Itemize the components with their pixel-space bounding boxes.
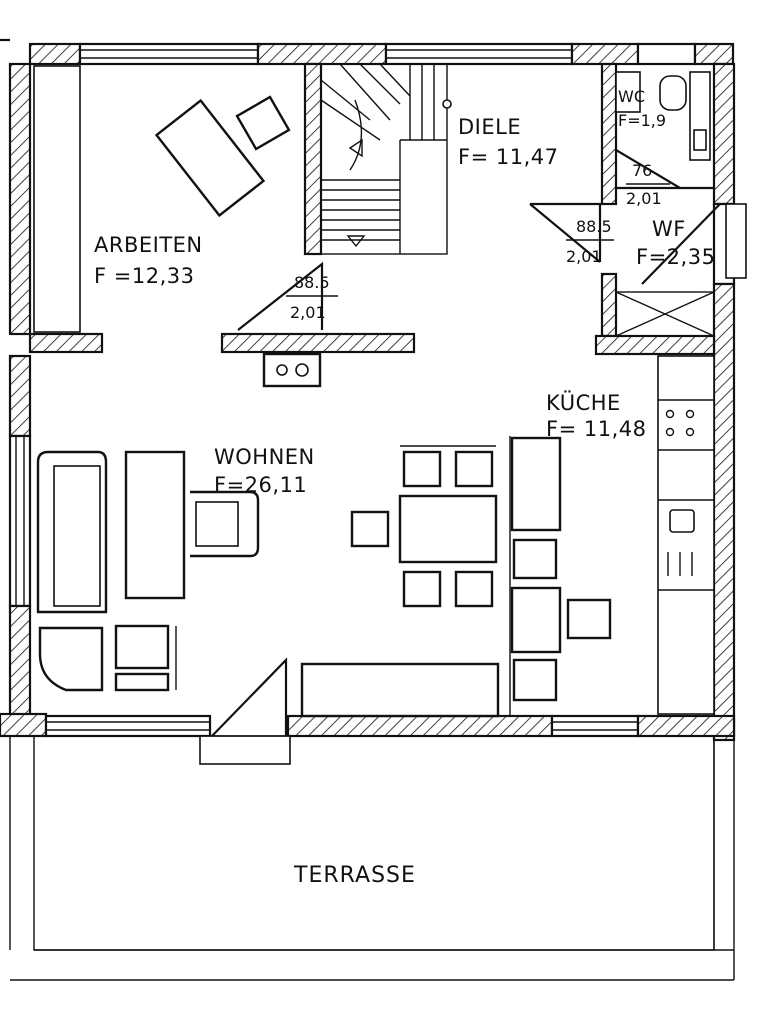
staircase bbox=[320, 63, 452, 255]
room-name-arbeiten: ARBEITEN bbox=[94, 233, 203, 257]
door-width-wc: 76 bbox=[632, 161, 652, 180]
room-area-wf: F=2,35 bbox=[636, 245, 715, 269]
living-furniture bbox=[36, 450, 500, 718]
kitchen-furniture bbox=[509, 355, 715, 716]
arbeiten-furniture bbox=[154, 95, 291, 218]
fireplace bbox=[262, 352, 322, 388]
door-height-wc: 2,01 bbox=[626, 189, 662, 208]
wc-fixtures bbox=[615, 71, 711, 161]
room-name-terrasse: TERRASSE bbox=[293, 863, 416, 888]
room-area-wohnen: F=26,11 bbox=[214, 473, 307, 497]
interior-walls bbox=[0, 38, 716, 356]
door-width-wf: 88.5 bbox=[576, 217, 612, 236]
room-name-wc: WC bbox=[618, 87, 645, 106]
terrace bbox=[9, 735, 735, 981]
room-area-arbeiten: F =12,33 bbox=[94, 264, 194, 288]
outer-walls bbox=[0, 42, 736, 742]
room-name-kueche: KÜCHE bbox=[546, 390, 621, 415]
room-name-wohnen: WOHNEN bbox=[214, 445, 315, 469]
room-name-diele: DIELE bbox=[458, 115, 521, 139]
room-area-wc: F=1,9 bbox=[618, 111, 666, 130]
dining-set bbox=[350, 445, 498, 608]
room-name-wf: WF bbox=[652, 217, 686, 241]
door-width-arbeiten: 88.5 bbox=[294, 273, 330, 292]
door-height-arbeiten: 2,01 bbox=[290, 303, 326, 322]
room-area-diele: F= 11,47 bbox=[458, 145, 558, 169]
doors bbox=[199, 149, 747, 765]
room-area-kueche: F= 11,48 bbox=[546, 417, 646, 441]
door-height-wf: 2,01 bbox=[566, 247, 602, 266]
